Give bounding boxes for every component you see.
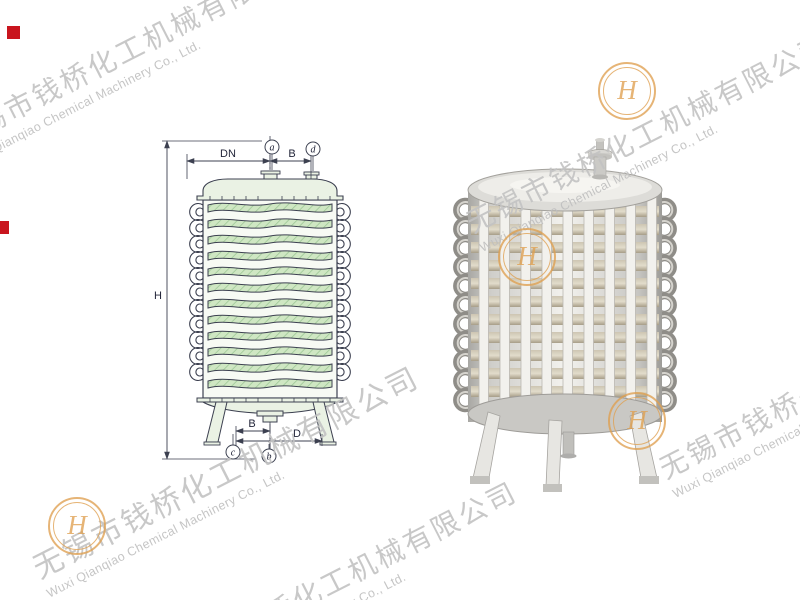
bottom-nozzle-b: [256, 410, 284, 423]
render-3d: [456, 138, 673, 492]
render-vertical-ribs: [478, 190, 657, 422]
dimension-b-top: B: [269, 148, 312, 164]
port-a-callout: a: [264, 139, 280, 170]
vessel-top-head: [196, 178, 344, 201]
port-b-callout: b: [261, 444, 277, 464]
port-d-callout: d: [305, 141, 321, 171]
render-top-nozzle: [587, 138, 613, 180]
b-bottom-label: B: [248, 418, 255, 430]
dimension-d: D: [235, 428, 323, 446]
dn-label: DN: [220, 148, 236, 160]
port-a-label: a: [270, 143, 275, 154]
support-legs: [203, 401, 337, 446]
red-corner-mark: [7, 26, 20, 39]
dimension-dn: DN: [186, 148, 312, 179]
red-corner-mark: [0, 221, 9, 234]
dimension-b-bottom: B: [235, 418, 271, 452]
port-d-label: d: [311, 145, 317, 156]
top-nozzle-d: [303, 171, 320, 180]
left-coil-loops: [189, 202, 204, 382]
port-c-callout: c: [225, 434, 241, 460]
bottom-flange-bolts: [209, 398, 331, 402]
port-c-label: c: [231, 448, 236, 459]
section-drawing: DN B H B D: [154, 136, 351, 464]
dimension-h: H: [154, 140, 262, 460]
b-top-label: B: [288, 148, 295, 160]
render-bottom-nozzle: [560, 431, 577, 459]
h-label: H: [154, 290, 162, 302]
top-nozzle-a: [260, 170, 281, 180]
right-coil-loops: [336, 202, 351, 382]
top-flange-bolts: [209, 196, 331, 200]
d-label: D: [293, 428, 301, 440]
render-top-head: [467, 168, 663, 212]
port-b-label: b: [267, 452, 272, 463]
bottom-flange: [196, 397, 344, 403]
render-legs: [470, 411, 659, 492]
